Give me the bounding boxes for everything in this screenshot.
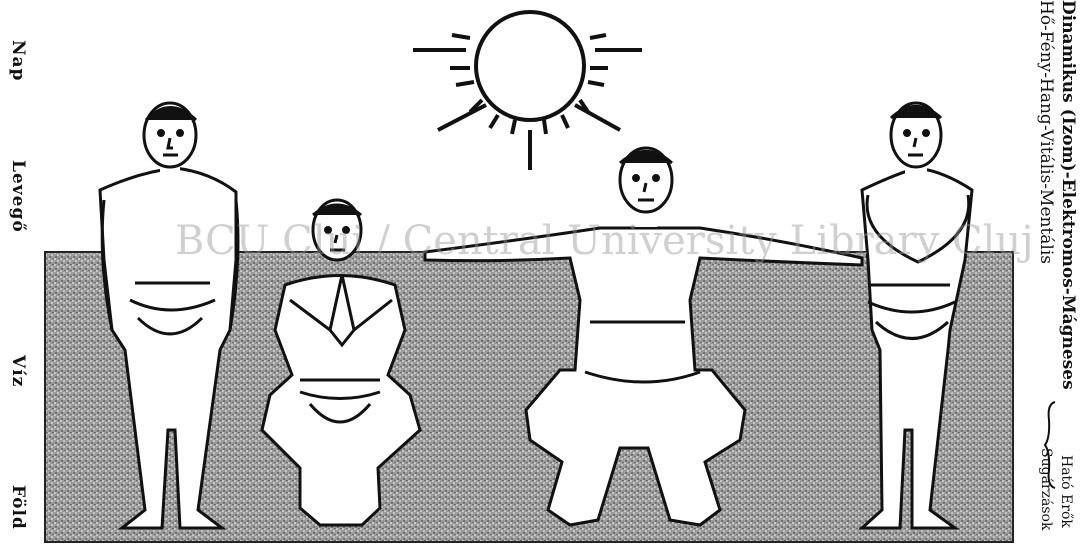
label-levego: Levegő — [8, 160, 28, 233]
sun-icon — [413, 12, 642, 170]
label-ho-feny: Hő-Fény-Hang-Vitális-Mentális — [1036, 0, 1056, 264]
label-dinamikus: Dinamikus (Izom)-Elektromos-Mágneses — [1058, 0, 1078, 390]
label-nap: Nap — [8, 40, 28, 81]
label-sugarzasok: Sugárzások — [1038, 448, 1054, 530]
exercise-illustration — [0, 0, 1040, 555]
label-hato-erok: Ható Erők — [1058, 455, 1074, 528]
label-viz: Víz — [8, 355, 28, 387]
label-fold: Föld — [8, 485, 28, 530]
